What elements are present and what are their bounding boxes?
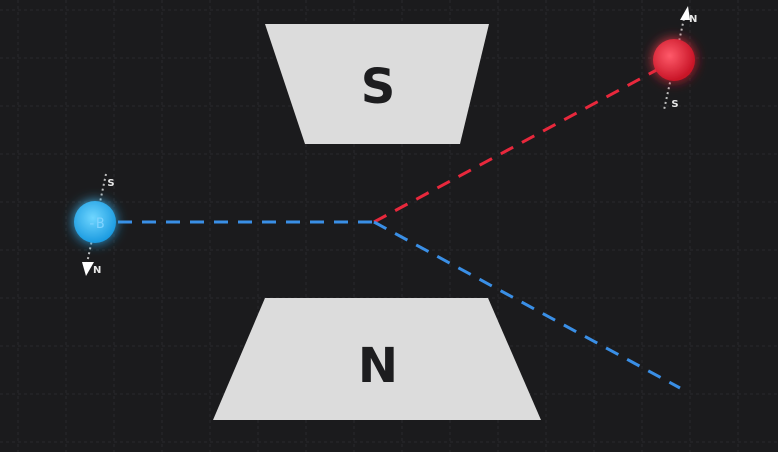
blue-particle: -B S N	[74, 173, 116, 276]
red-spin-top-label: N	[689, 14, 697, 25]
red-particle: N S	[653, 6, 697, 111]
blue-spin-bottom-label: N	[93, 265, 101, 276]
deflected-down-path	[373, 220, 681, 390]
red-spin-axis	[663, 13, 686, 111]
red-particle-body	[653, 39, 695, 81]
blue-particle-body	[74, 201, 116, 243]
top-magnet-label: S	[361, 59, 396, 115]
deflected-up-path	[373, 64, 665, 224]
bottom-magnet: N	[213, 298, 541, 420]
blue-spin-arrow-icon	[82, 262, 94, 276]
top-magnet-body	[265, 24, 489, 144]
bottom-magnet-body	[213, 298, 541, 420]
top-magnet: S	[265, 24, 489, 144]
blue-spin-axis	[85, 173, 107, 269]
blue-particle-label: -B	[88, 216, 105, 232]
bottom-magnet-label: N	[358, 338, 398, 394]
blue-spin-top-label: S	[107, 178, 114, 189]
red-spin-bottom-label: S	[671, 99, 678, 110]
red-spin-arrow-icon	[680, 6, 690, 20]
